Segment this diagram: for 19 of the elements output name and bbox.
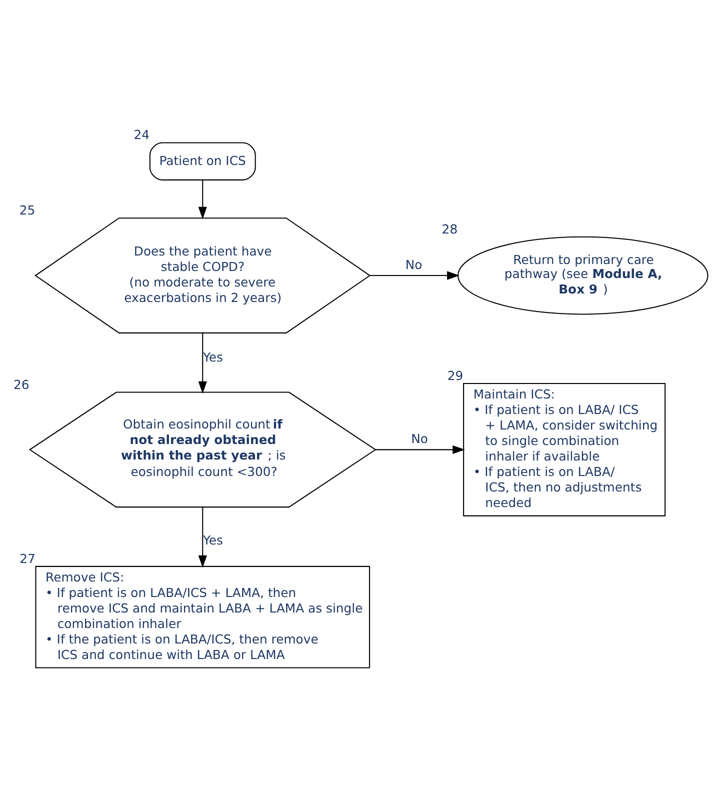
arrow xyxy=(198,332,206,394)
node-label: 27 xyxy=(19,550,35,566)
arrow xyxy=(369,271,459,280)
node-label: 24 xyxy=(133,127,150,142)
node-label: 28 xyxy=(441,221,458,236)
node-box: Maintain ICS: • If patient is on LABA/ ICS + LAMA, consider switching to single combination inhaler if available • If patient is on LABA/ ICS, then no adjustments needed xyxy=(462,383,666,516)
arrow xyxy=(198,507,206,568)
node-box: Patient on ICS xyxy=(148,142,256,180)
node-ellipse: Return to primary care pathway (see Module A, Box 9) xyxy=(457,236,708,315)
edge-label: No xyxy=(404,256,422,272)
node-label: 29 xyxy=(446,368,463,384)
arrow xyxy=(198,180,206,220)
edge-label: Yes xyxy=(202,532,222,548)
edge-label: No xyxy=(410,431,428,446)
node-label: 25 xyxy=(18,202,35,218)
edge-label: Yes xyxy=(202,349,222,364)
node-box: Remove ICS: • If patient is on LABA/ICS + LAMA, then remove ICS and maintain LABA + LAMA as single combination inhaler • If the patient is on LABA/ICS, then remove ICS and continue with LABA or LAMA xyxy=(34,566,370,668)
arrow xyxy=(375,445,465,454)
node-label: 26 xyxy=(13,376,29,392)
